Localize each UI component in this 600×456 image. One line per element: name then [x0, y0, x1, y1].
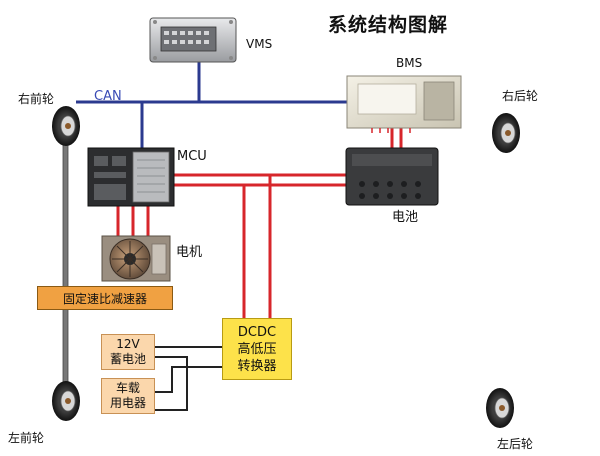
- dcdc-line-1: DCDC: [237, 324, 277, 340]
- bms-label: BMS: [396, 56, 423, 70]
- dcdc-line-3: 转换器: [237, 358, 277, 374]
- can-bus-wires: [76, 60, 349, 148]
- mcu-controller: [87, 147, 175, 207]
- vehicle-load-line-2: 用电器: [109, 396, 146, 410]
- motor-label: 电机: [176, 245, 203, 260]
- wheel-front-left: [52, 381, 80, 421]
- dcdc-line-2: 高低压: [237, 341, 277, 357]
- wheel-rear-right: [492, 113, 520, 153]
- aux-battery-line-1: 12V: [116, 337, 140, 351]
- aux-battery-line-2: 蓄电池: [109, 352, 146, 366]
- mcu-label: MCU: [177, 149, 207, 164]
- bms-module: [346, 75, 462, 133]
- front-right-wheel-label: 右前轮: [18, 92, 55, 106]
- low-voltage-wires: [155, 346, 222, 411]
- dcdc-converter-box: DCDC 高低压 转换器: [222, 318, 292, 380]
- diagram-title: 系统结构图解: [328, 14, 449, 36]
- battery-label: 电池: [392, 210, 419, 225]
- wheel-rear-left: [486, 388, 514, 428]
- front-axle: [62, 124, 69, 404]
- rear-right-wheel-label: 右后轮: [502, 89, 539, 103]
- reducer-box: 固定速比减速器: [37, 286, 173, 310]
- can-bus-label: CAN: [94, 89, 122, 104]
- wheel-front-right: [52, 106, 80, 146]
- drive-motor: [101, 235, 171, 282]
- high-voltage-wires: [116, 128, 403, 318]
- vms-label: VMS: [246, 37, 273, 51]
- vms-controller: [149, 17, 237, 63]
- battery-pack: [345, 147, 439, 206]
- aux-battery-box: 12V 蓄电池: [101, 334, 155, 370]
- rear-left-wheel-label: 左后轮: [497, 437, 534, 451]
- vehicle-load-box: 车载 用电器: [101, 378, 155, 414]
- vehicle-load-line-1: 车载: [115, 381, 140, 395]
- front-left-wheel-label: 左前轮: [8, 431, 45, 445]
- reducer-label: 固定速比减速器: [62, 291, 147, 306]
